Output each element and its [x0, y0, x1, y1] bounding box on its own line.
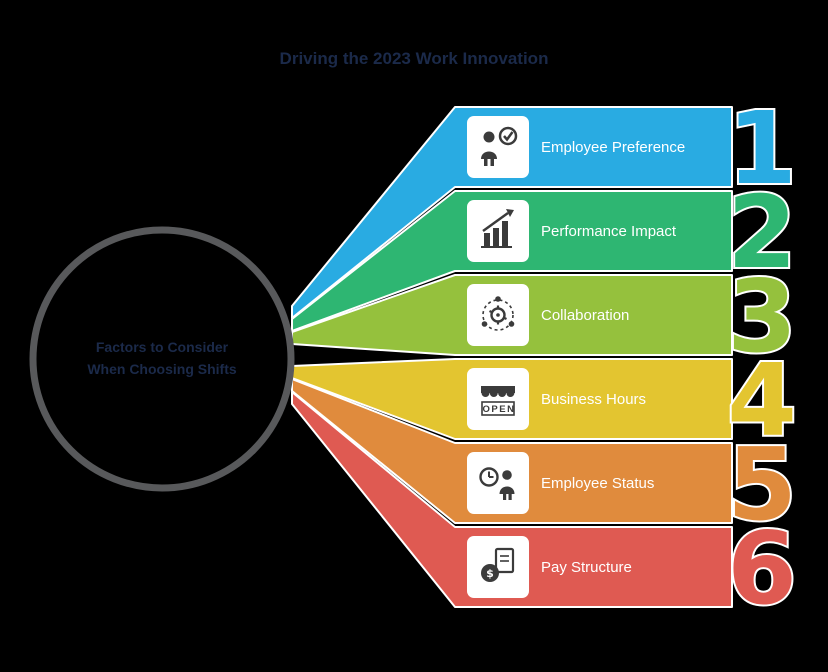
dollar-sign-text: $: [486, 567, 494, 580]
collaboration-icon: [481, 296, 515, 331]
item-row-5: 5 Employee Status: [291, 378, 799, 545]
center-text-line1: Factors to Consider: [96, 339, 229, 355]
item-label-6: Pay Structure: [541, 559, 632, 576]
item-number-3: 3: [727, 258, 797, 375]
employee-status-icon: [479, 467, 515, 500]
item-number-5: 5: [727, 426, 797, 543]
item-label-2: Performance Impact: [541, 223, 677, 240]
item-label-4: Business Hours: [541, 391, 646, 408]
item-label-1: Employee Preference: [541, 139, 685, 156]
icon-box-1: [467, 116, 529, 178]
item-number-6: 6: [727, 510, 797, 627]
item-row-3: 3 Collaboration: [291, 256, 799, 377]
item-number-1: 1: [727, 90, 797, 207]
item-number-4: 4: [727, 342, 797, 459]
item-row-1: 1 Employee Preference: [291, 88, 799, 319]
item-row-4: 4 OPEN Business Hours: [291, 340, 799, 461]
item-label-5: Employee Status: [541, 475, 654, 492]
open-sign-text: OPEN: [483, 404, 516, 415]
pay-structure-icon: $: [481, 547, 515, 582]
employee-preference-icon: [481, 126, 518, 166]
center-circle-group: Factors to Consider When Choosing Shifts: [29, 226, 295, 492]
icon-box-6: [467, 536, 529, 598]
icon-box-4: [467, 368, 529, 430]
performance-impact-icon: [481, 209, 514, 248]
center-text-line2: When Choosing Shifts: [87, 361, 237, 377]
icon-box-5: [467, 452, 529, 514]
business-hours-icon: OPEN: [481, 386, 516, 416]
center-circle: [29, 226, 295, 492]
page-title: Driving the 2023 Work Innovation: [280, 49, 549, 68]
item-row-6: 6 $ Pay Structure: [291, 391, 799, 629]
banner-shape-6: [291, 391, 733, 608]
item-label-3: Collaboration: [541, 307, 629, 324]
item-number-2: 2: [727, 174, 797, 291]
item-row-2: 2 Performance Impact: [291, 172, 799, 332]
